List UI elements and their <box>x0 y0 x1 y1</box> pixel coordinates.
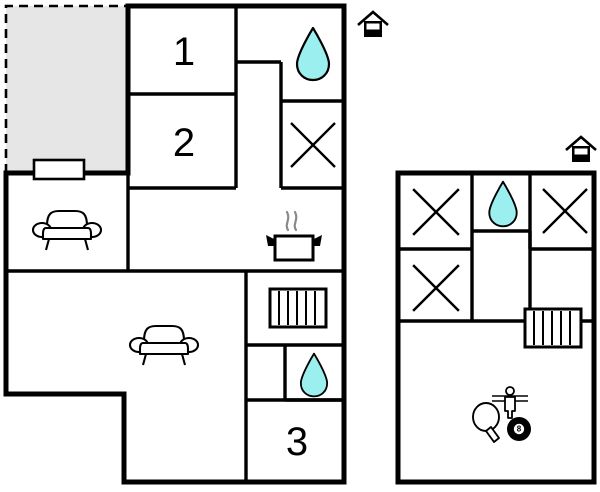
cross-icon <box>411 263 461 313</box>
radiator-icon <box>523 307 583 349</box>
cross-icon <box>541 187 589 235</box>
cooking-pot-icon <box>264 210 324 262</box>
water-drop-icon <box>295 26 331 82</box>
cross-icon <box>289 121 337 169</box>
water-drop-icon <box>299 352 329 398</box>
water-drop-icon <box>488 180 518 228</box>
sofa-icon <box>128 324 200 367</box>
room-label-3: 3 <box>286 420 308 464</box>
annex-building-outline <box>395 170 597 485</box>
cross-icon <box>411 187 461 237</box>
room-label-2: 2 <box>173 121 195 165</box>
door-opening <box>32 158 86 181</box>
main-building-outline <box>3 3 347 485</box>
radiator-icon <box>268 287 328 329</box>
games-icon <box>472 386 532 443</box>
house-icon <box>564 135 598 164</box>
main-building: 1 2 3 <box>3 3 390 485</box>
terrace-area <box>6 6 128 173</box>
terrace-dashed-border <box>4 4 128 173</box>
sofa-icon <box>31 209 103 252</box>
annex-building <box>395 135 598 485</box>
annex-building-partitions <box>398 173 594 323</box>
room-label-1: 1 <box>173 30 195 74</box>
house-icon <box>356 10 390 39</box>
main-building-partitions <box>6 6 344 482</box>
